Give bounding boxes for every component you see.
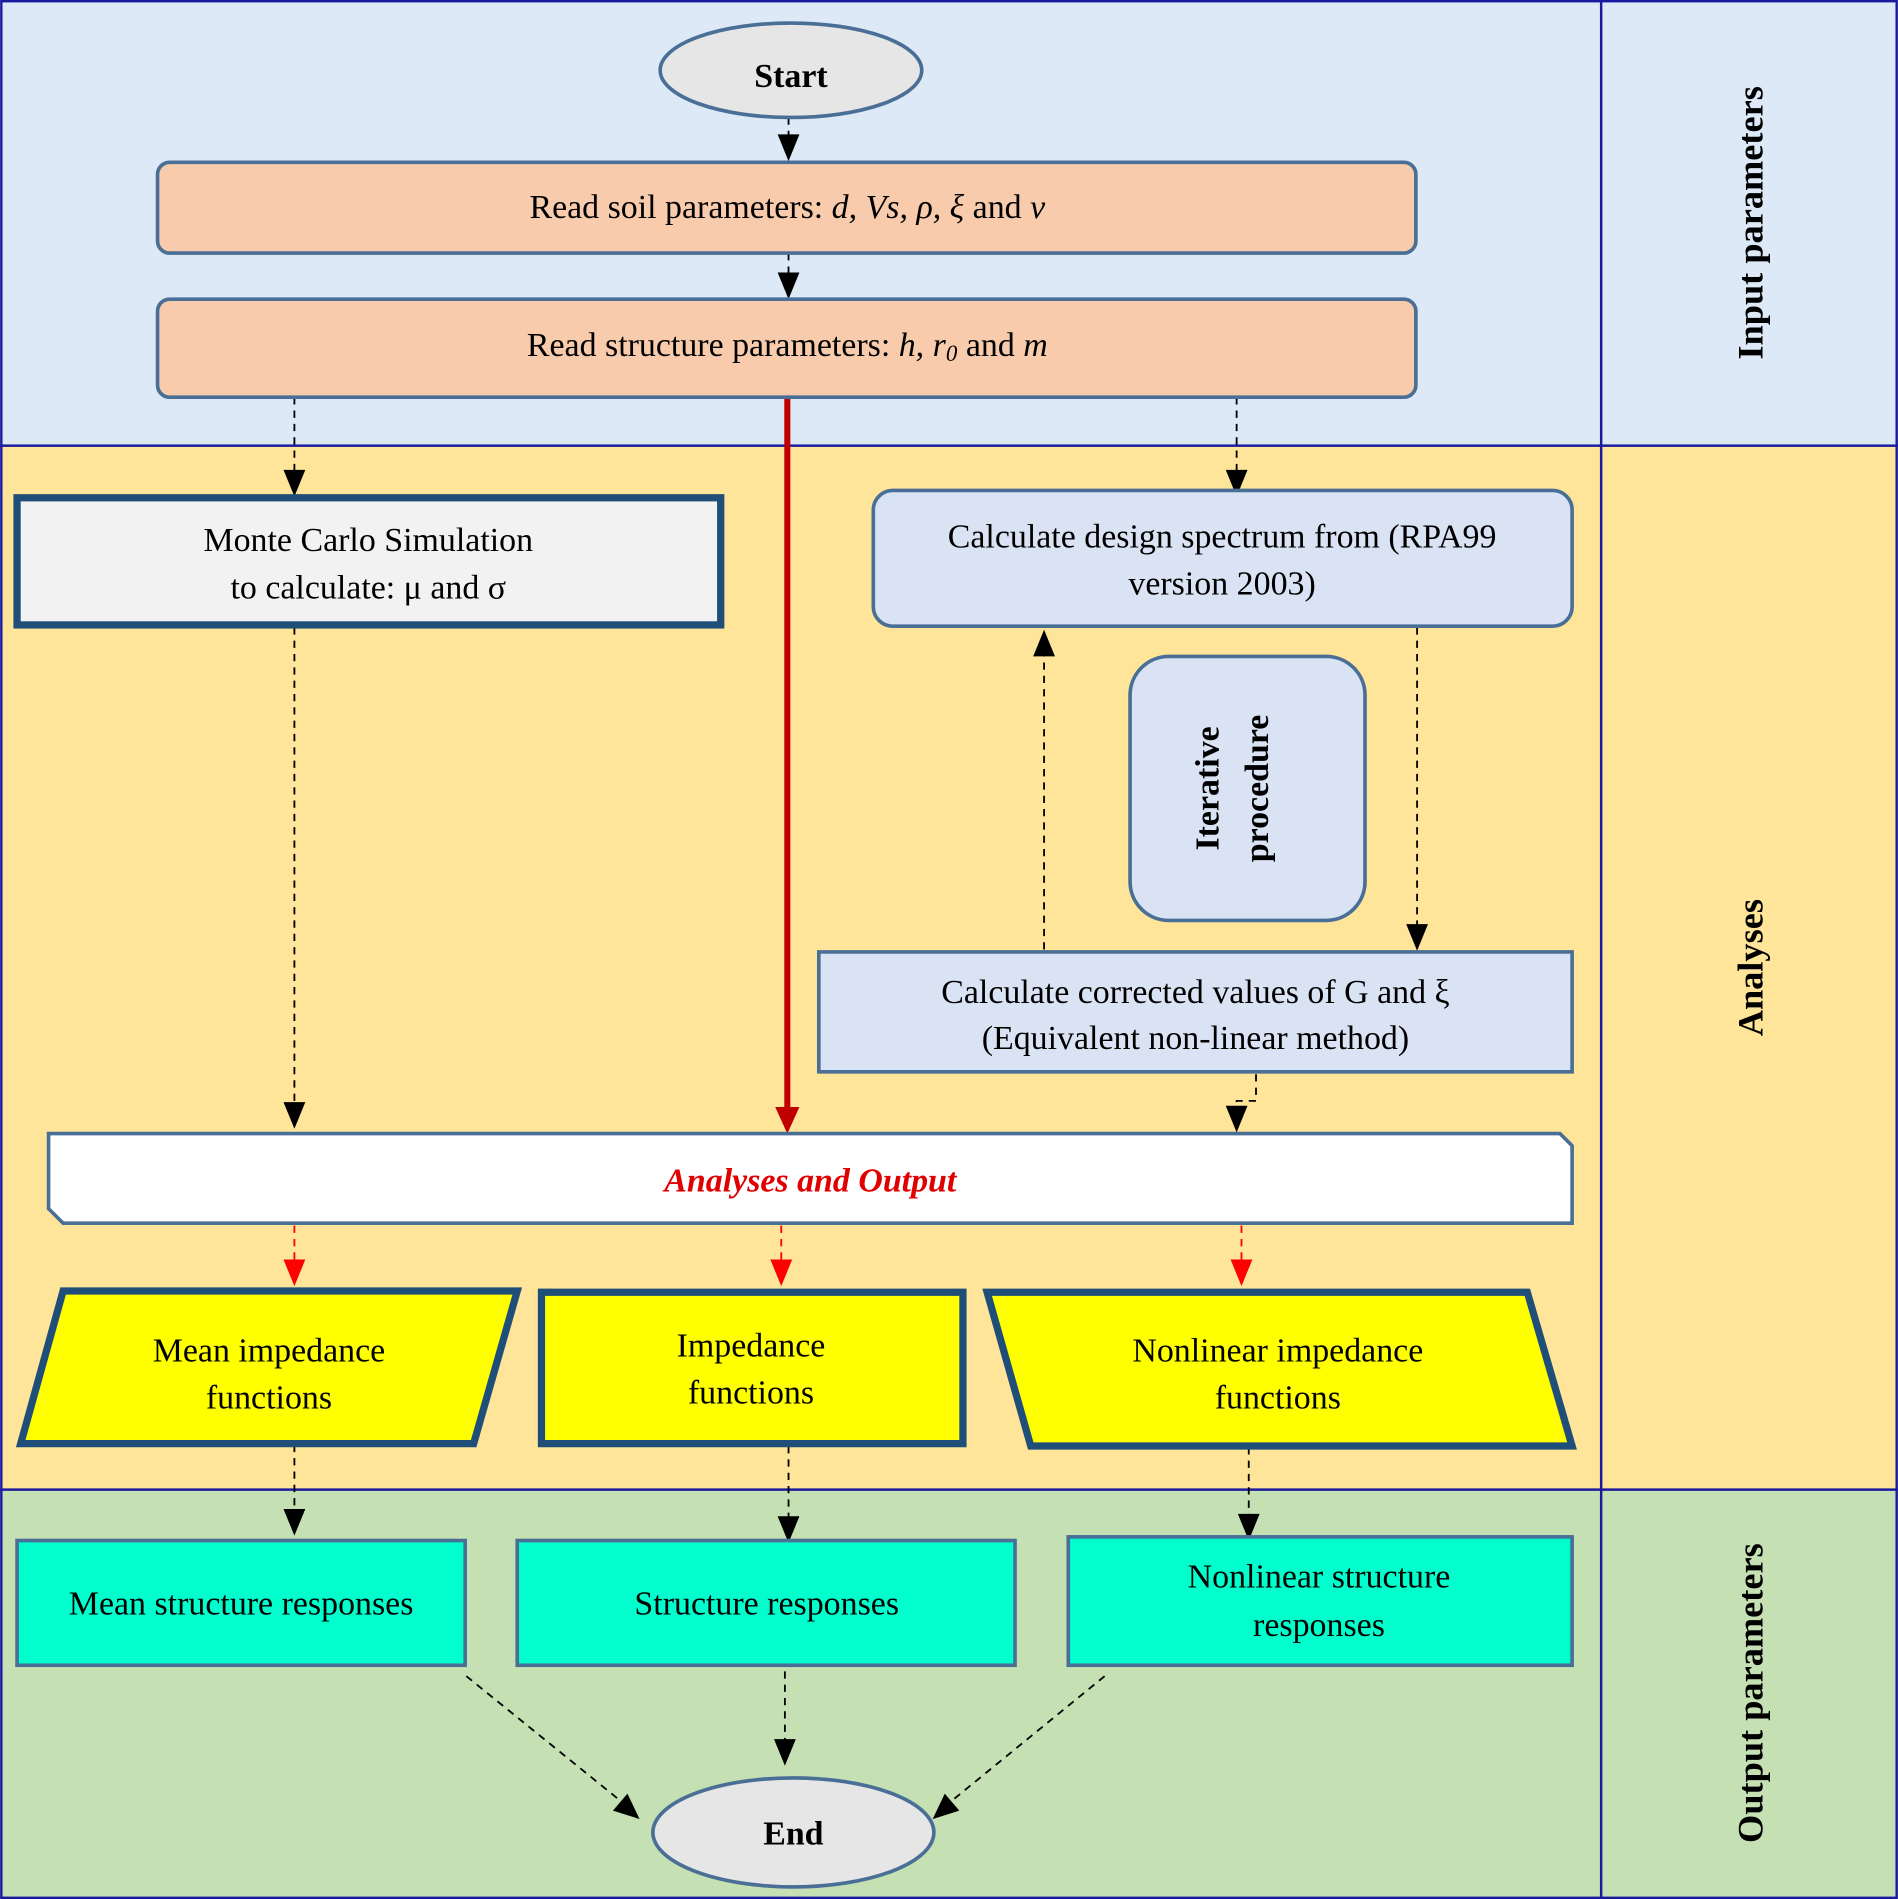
connectors-red bbox=[293, 1225, 1243, 1265]
connector-corrected-output bbox=[1235, 1074, 1257, 1110]
arrowhead-icon bbox=[770, 1259, 793, 1287]
monte-carlo-line2: to calculate: μ and σ bbox=[230, 569, 506, 606]
iterative-node: Iterative procedure bbox=[1128, 654, 1367, 923]
impedance-line2: functions bbox=[688, 1375, 814, 1412]
corrected-values-node: Calculate corrected values of G and ξ (E… bbox=[816, 950, 1574, 1074]
mean-impedance-shape bbox=[15, 1287, 523, 1448]
arrowhead-icon bbox=[1237, 1513, 1260, 1541]
nonlinear-responses-line2: responses bbox=[1253, 1607, 1385, 1644]
arrowhead-icon bbox=[1230, 1259, 1253, 1287]
read-soil-node: Read soil parameters: d, Vs, ρ, ξ and v bbox=[155, 160, 1418, 255]
arrowhead-icon bbox=[283, 1259, 306, 1287]
read-structure-last: m bbox=[1023, 327, 1047, 364]
corrected-values-line2: (Equivalent non-linear method) bbox=[982, 1020, 1409, 1057]
analyses-output-box bbox=[46, 1131, 1574, 1226]
read-soil-vars: d, Vs, ρ, ξ bbox=[832, 189, 965, 226]
end-node: End bbox=[651, 1776, 936, 1889]
arrowhead-icon bbox=[775, 1106, 800, 1134]
read-structure-sub: 0 bbox=[946, 340, 958, 366]
nonlinear-responses-box bbox=[1066, 1535, 1574, 1668]
analyses-output-node: Analyses and Output bbox=[46, 1131, 1574, 1226]
design-spectrum-line1: Calculate design spectrum from (RPA99 bbox=[948, 518, 1497, 555]
design-spectrum-box bbox=[871, 488, 1574, 628]
read-structure-box bbox=[155, 297, 1418, 400]
arrowhead-icon bbox=[1225, 1105, 1248, 1133]
iterative-line2: procedure bbox=[1239, 715, 1276, 863]
arrowhead-icon bbox=[777, 1516, 800, 1543]
read-soil-box bbox=[155, 160, 1418, 255]
nonlinear-impedance-line1: Nonlinear impedance bbox=[1132, 1332, 1423, 1369]
iterative-line1: Iterative bbox=[1189, 726, 1226, 850]
nonlinear-impedance-node: Nonlinear impedance functions bbox=[982, 1288, 1577, 1450]
read-soil-label: Read soil parameters: d, Vs, ρ, ξ and v bbox=[529, 189, 1046, 226]
arrowhead-icon bbox=[283, 1102, 306, 1129]
arrowhead-icon bbox=[612, 1793, 640, 1820]
lane-output-label-cell bbox=[1599, 1488, 1898, 1899]
nonlinear-impedance-line2: functions bbox=[1215, 1380, 1341, 1417]
impedance-node: Impedance functions bbox=[537, 1288, 967, 1448]
monte-carlo-node: Monte Carlo Simulation to calculate: μ a… bbox=[13, 494, 725, 629]
lane-input-label-cell bbox=[1599, 0, 1898, 447]
responses-box bbox=[515, 1538, 1017, 1668]
mean-impedance-line2: functions bbox=[206, 1380, 332, 1417]
arrowhead-icon bbox=[773, 1739, 796, 1766]
arrowhead-icon bbox=[1033, 629, 1055, 657]
arrowheads bbox=[283, 134, 1428, 1820]
arrowhead-icon bbox=[283, 1509, 306, 1536]
read-soil-last: v bbox=[1030, 189, 1046, 226]
start-node: Start bbox=[658, 21, 924, 120]
arrowhead-icon bbox=[1406, 924, 1428, 951]
read-structure-vars: h, r bbox=[899, 327, 947, 364]
design-spectrum-line2: version 2003) bbox=[1128, 566, 1315, 603]
nonlinear-impedance-shape bbox=[982, 1288, 1577, 1450]
connectors bbox=[293, 117, 1418, 1806]
mean-responses-label: Mean structure responses bbox=[69, 1585, 414, 1622]
lane-analyses-label-cell bbox=[1599, 444, 1898, 1491]
read-structure-label: Read structure parameters: h, r0 and m bbox=[527, 327, 1048, 366]
monte-carlo-box bbox=[13, 494, 725, 629]
end-ellipse bbox=[651, 1776, 936, 1889]
end-label: End bbox=[763, 1816, 823, 1853]
nonlinear-responses-node: Nonlinear structure responses bbox=[1066, 1535, 1574, 1668]
read-structure-mid: and bbox=[957, 327, 1023, 364]
corrected-values-line1: Calculate corrected values of G and ξ bbox=[941, 974, 1449, 1011]
arrowhead-icon bbox=[932, 1793, 960, 1820]
iterative-box bbox=[1128, 654, 1367, 923]
start-label: Start bbox=[754, 58, 828, 95]
lane-analyses-label: Analyses bbox=[1730, 899, 1770, 1036]
connector-nl-resp-end bbox=[946, 1675, 1106, 1806]
arrowhead-icon bbox=[1225, 469, 1248, 497]
arrowhead-icon bbox=[283, 469, 306, 497]
mean-responses-box bbox=[15, 1538, 467, 1668]
lane-input-label: Input parameters bbox=[1730, 86, 1770, 359]
read-soil-prefix: Read soil parameters: bbox=[529, 189, 831, 226]
nonlinear-responses-line1: Nonlinear structure bbox=[1188, 1559, 1451, 1596]
arrowhead-icon bbox=[777, 272, 800, 300]
monte-carlo-line1: Monte Carlo Simulation bbox=[203, 522, 533, 559]
impedance-line1: Impedance bbox=[677, 1327, 826, 1364]
start-ellipse bbox=[658, 21, 924, 120]
read-structure-prefix: Read structure parameters: bbox=[527, 327, 899, 364]
impedance-box bbox=[537, 1288, 967, 1448]
responses-label: Structure responses bbox=[634, 1585, 899, 1622]
read-structure-node: Read structure parameters: h, r0 and m bbox=[155, 297, 1418, 400]
responses-node: Structure responses bbox=[515, 1538, 1017, 1668]
lane-output-label: Output parameters bbox=[1730, 1543, 1770, 1843]
analyses-output-label: Analyses and Output bbox=[662, 1163, 958, 1200]
read-soil-mid: and bbox=[964, 189, 1030, 226]
mean-responses-node: Mean structure responses bbox=[15, 1538, 467, 1668]
corrected-values-box bbox=[816, 950, 1574, 1074]
design-spectrum-node: Calculate design spectrum from (RPA99 ve… bbox=[871, 488, 1574, 628]
mean-impedance-line1: Mean impedance bbox=[153, 1332, 386, 1369]
arrowhead-icon bbox=[777, 134, 800, 162]
arrowheads-red bbox=[283, 1106, 1253, 1287]
mean-impedance-node: Mean impedance functions bbox=[15, 1287, 523, 1448]
